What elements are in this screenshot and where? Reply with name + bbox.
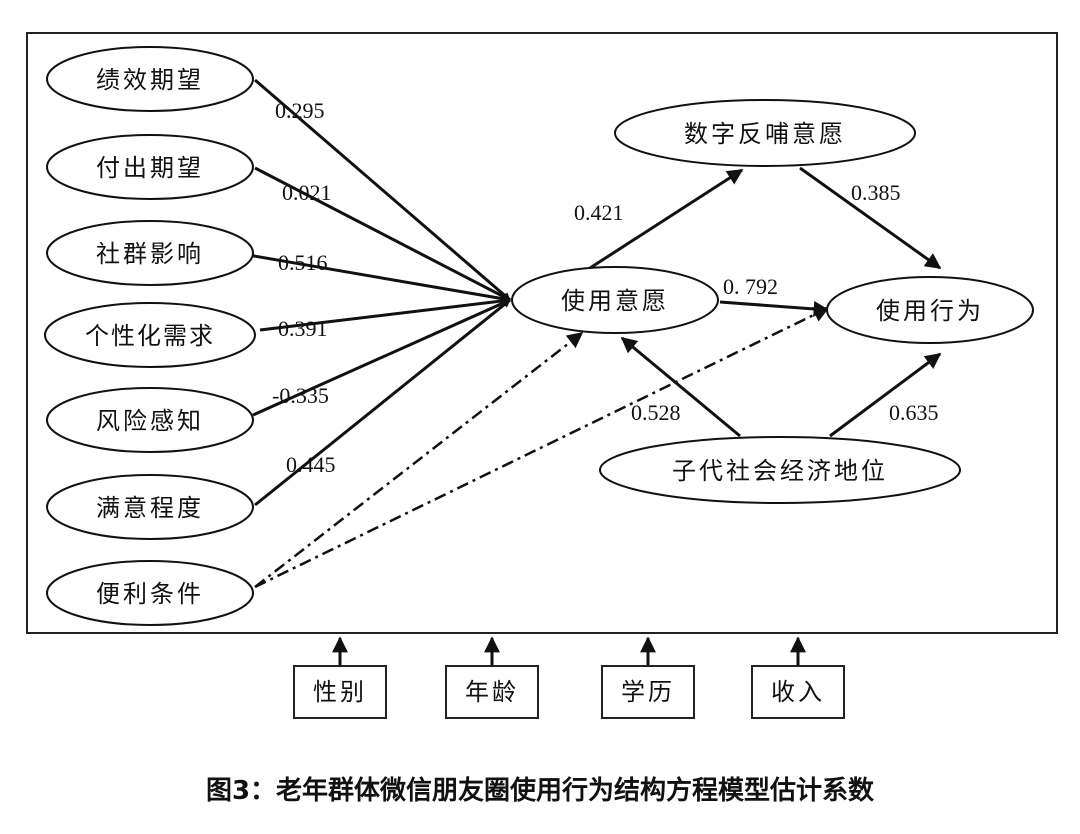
path-intention-to-feedback (589, 168, 744, 270)
label-usage-intention: 使用意愿 (561, 287, 669, 315)
model-frame (26, 32, 1058, 634)
control-box-age (445, 665, 539, 719)
path-personalized-to-intention (259, 296, 511, 332)
control-box-income (751, 665, 845, 719)
node-performance-expectancy (46, 46, 254, 112)
label-performance-expectancy: 绩效期望 (96, 66, 204, 94)
path-risk-to-intention (252, 298, 511, 417)
control-label-education: 学历 (621, 678, 675, 706)
node-perceived-risk (46, 387, 254, 453)
label-digital-feedback-intention: 数字反哺意愿 (684, 120, 846, 148)
node-usage-behavior (826, 276, 1034, 344)
node-children-ses (599, 436, 961, 504)
coef-personalized-needs: 0.391 (278, 316, 328, 341)
label-usage-behavior: 使用行为 (876, 297, 984, 325)
path-facilitating-to-intention (254, 332, 584, 588)
path-facilitating-to-behavior (254, 306, 830, 589)
node-satisfaction (46, 474, 254, 540)
coef-satisfaction: 0.445 (286, 452, 336, 477)
path-ses-to-intention (620, 336, 741, 438)
node-facilitating-conditions (46, 560, 254, 626)
coef-social-influence: 0.516 (278, 250, 328, 275)
label-facilitating-conditions: 便利条件 (96, 580, 204, 608)
coef-intention-to-behavior: 0. 792 (723, 274, 778, 299)
path-satisfaction-to-intention (254, 298, 511, 507)
path-performance-to-intention (254, 78, 511, 302)
label-children-ses: 子代社会经济地位 (672, 457, 888, 485)
node-effort-expectancy (46, 134, 254, 200)
coef-intention-to-feedback: 0.421 (574, 200, 624, 225)
path-feedback-to-behavior (799, 166, 942, 270)
path-effort-to-intention (254, 166, 511, 302)
label-effort-expectancy: 付出期望 (96, 154, 204, 182)
control-label-income: 收入 (771, 678, 825, 706)
label-satisfaction: 满意程度 (96, 494, 204, 522)
coef-effort-expectancy: 0.021 (282, 180, 332, 205)
label-perceived-risk: 风险感知 (96, 407, 204, 435)
coef-perceived-risk: -0.335 (272, 383, 329, 408)
coef-ses-to-intention: 0.528 (631, 400, 681, 425)
control-label-gender: 性别 (313, 678, 367, 706)
label-social-influence: 社群影响 (96, 240, 204, 268)
coef-performance-expectancy: 0.295 (275, 98, 325, 123)
label-personalized-needs: 个性化需求 (85, 322, 215, 350)
coef-feedback-to-behavior: 0.385 (851, 180, 901, 205)
path-intention-to-behavior (719, 300, 830, 317)
control-box-gender (293, 665, 387, 719)
path-social-to-intention (247, 253, 511, 303)
coef-ses-to-behavior: 0.635 (889, 400, 939, 425)
node-usage-intention (511, 266, 719, 334)
figure-caption: 图3：老年群体微信朋友圈使用行为结构方程模型估计系数 (205, 776, 875, 806)
path-ses-to-behavior (829, 352, 942, 438)
node-social-influence (46, 220, 254, 286)
node-digital-feedback-intention (614, 99, 916, 167)
node-personalized-needs (44, 302, 256, 368)
control-box-education (601, 665, 695, 719)
control-label-age: 年龄 (465, 678, 519, 706)
